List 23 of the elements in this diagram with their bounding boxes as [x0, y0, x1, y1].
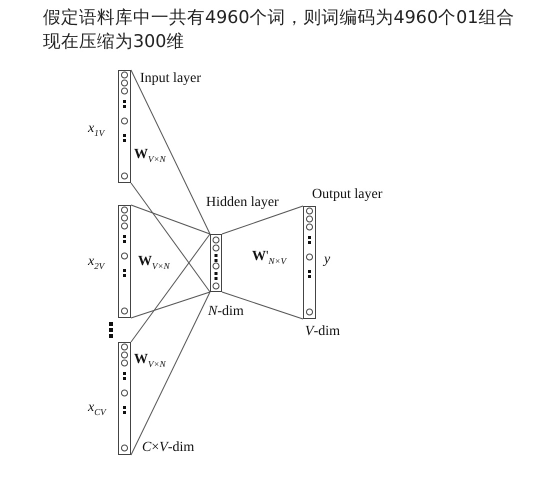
connection-line [130, 204, 210, 234]
connection-line [222, 292, 304, 320]
weight-label: W$_{V×N}$ [134, 147, 166, 166]
layer-label: Hidden layer [206, 195, 279, 211]
connection-line [130, 292, 210, 318]
vector-label: x$_{1V}$ [88, 121, 104, 140]
vector-label: y [324, 252, 330, 268]
connection-line [130, 234, 210, 342]
connection-line [130, 182, 210, 292]
title: 假定语料库中一共有4960个词，则词编码为4960个01组合现在压缩为300维 [43, 7, 516, 54]
connection-line [222, 206, 304, 234]
dimension-label: V-dim [305, 324, 340, 340]
dimension-label: N-dim [208, 304, 244, 320]
vector-label: x$_{CV}$ [88, 400, 106, 419]
weight-label: W$_{V×N}$ [134, 352, 166, 371]
weight-label: W$_{V×N}$ [138, 254, 170, 273]
connection-line [130, 292, 210, 456]
vector-label: x$_{2V}$ [88, 254, 104, 273]
dimension-label: C×V-dim [142, 440, 194, 456]
weight-label: W'$_{N×V}$ [252, 249, 286, 268]
layer-label: Output layer [312, 187, 382, 203]
layer-label: Input layer [140, 71, 202, 87]
connection-line [130, 70, 210, 234]
